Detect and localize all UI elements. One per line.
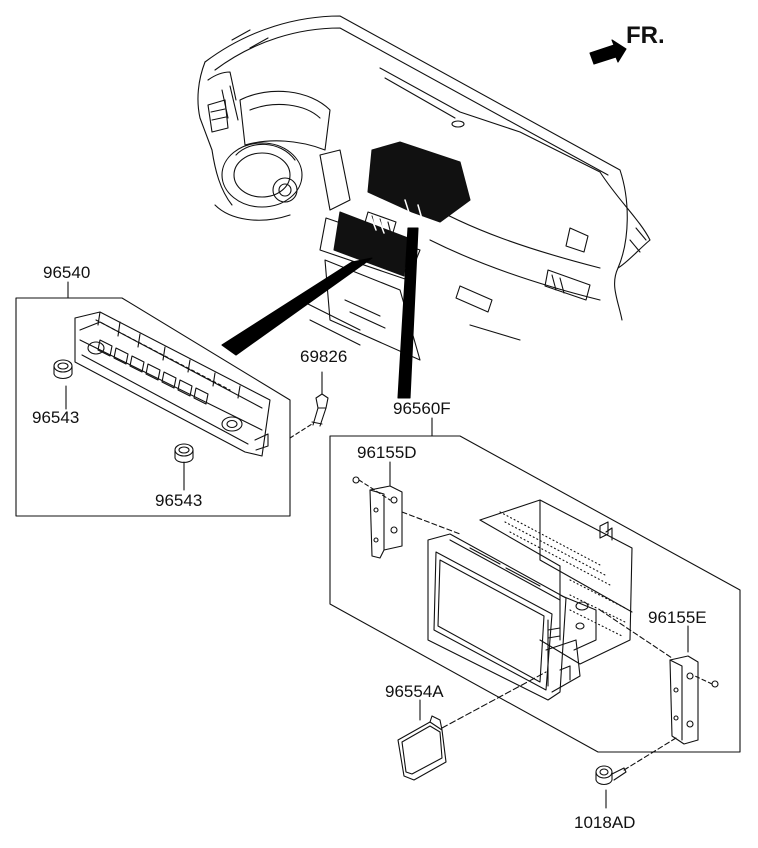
part-label-knob-left: 96543	[32, 408, 80, 427]
sd-card-icon	[397, 671, 547, 781]
head-unit-icon	[427, 499, 633, 701]
part-label-sd-card: 96554A	[385, 682, 444, 701]
head-unit-group-frame	[329, 417, 741, 809]
part-label-knob-right: 96543	[155, 491, 203, 510]
bracket-right-icon	[599, 609, 719, 745]
control-panel-unit	[74, 311, 271, 457]
bracket-left-icon	[352, 476, 461, 559]
screw-icon	[289, 371, 329, 439]
control-panel-leader	[221, 257, 373, 356]
part-label-bracket-right: 96155E	[648, 608, 707, 627]
control-panel-group-frame	[15, 281, 291, 517]
dashboard-drawing	[197, 15, 651, 361]
part-label-bracket-left: 96155D	[357, 443, 417, 462]
part-label-screw: 69826	[300, 347, 348, 366]
knob-left-icon	[53, 359, 73, 380]
bolt-icon	[595, 737, 677, 786]
front-direction-label: FR.	[626, 22, 665, 49]
front-arrow-icon	[589, 39, 627, 65]
part-label-control-panel: 96540	[43, 263, 91, 282]
knob-right-icon	[174, 443, 194, 464]
display-leader	[397, 227, 419, 399]
part-label-bolt: 1018AD	[574, 813, 636, 832]
part-label-head-unit: 96560F	[393, 399, 451, 418]
